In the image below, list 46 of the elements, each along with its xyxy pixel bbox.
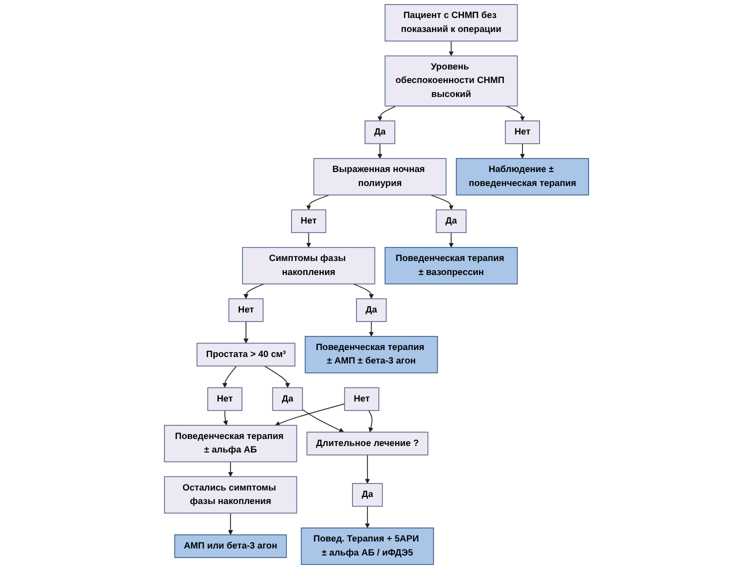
node-box: Симптомы фазы накопления [242, 247, 376, 284]
arrow [302, 409, 344, 432]
node-box: Наблюдение ± поведенческая терапия [456, 158, 590, 196]
arrow [223, 410, 228, 426]
node-box: Остались симптомы фазы накопления [164, 476, 298, 514]
arrow [364, 506, 370, 528]
arrow [306, 194, 330, 210]
node-box: Повед. Терапия + 5АРИ ± альфа АБ / иФДЭ5 [300, 528, 434, 565]
node-box: Нет [344, 387, 380, 411]
arrow [377, 143, 382, 159]
arrow [448, 40, 454, 56]
node-box: Да [364, 120, 396, 144]
arrow [364, 454, 370, 484]
arrow [430, 194, 454, 210]
arrow [274, 403, 346, 426]
node-box: Поведенческая терапия ± вазопрессин [384, 247, 518, 284]
arrow [264, 366, 290, 388]
node-box: Да [436, 209, 467, 234]
arrow [243, 321, 248, 344]
node-box: Простата > 40 см³ [196, 342, 296, 366]
node-box: Уровень обеспокоенности СНМП высокий [384, 55, 518, 106]
arrow [520, 143, 525, 159]
node-box: Выраженная ночная полиурия [313, 158, 446, 196]
arrow [243, 284, 265, 299]
arrow [377, 106, 397, 122]
node-box: Пациент с СНМП без показаний к операции [384, 4, 518, 42]
node-box: Поведенческая терапия ± АМП ± бета-3 агон [304, 336, 438, 374]
node-box: Длительное лечение ? [306, 432, 428, 456]
arrow [448, 232, 454, 248]
node-box: АМП или бета-3 агон [174, 534, 287, 558]
node-box: Нет [504, 120, 540, 144]
node-box: Нет [291, 209, 326, 234]
arrow [228, 461, 234, 477]
node-box: Нет [228, 298, 264, 322]
arrow [352, 284, 374, 299]
node-box: Да [272, 387, 303, 411]
arrow [222, 366, 238, 388]
arrow [368, 321, 374, 337]
arrow [506, 106, 525, 122]
node-box: Нет [207, 387, 242, 411]
arrow [228, 512, 234, 536]
node-box: Да [352, 483, 383, 507]
arrow [306, 232, 312, 248]
node-box: Да [356, 298, 387, 322]
arrow [368, 410, 374, 432]
node-box: Поведенческая терапия ± альфа АБ [164, 424, 298, 462]
